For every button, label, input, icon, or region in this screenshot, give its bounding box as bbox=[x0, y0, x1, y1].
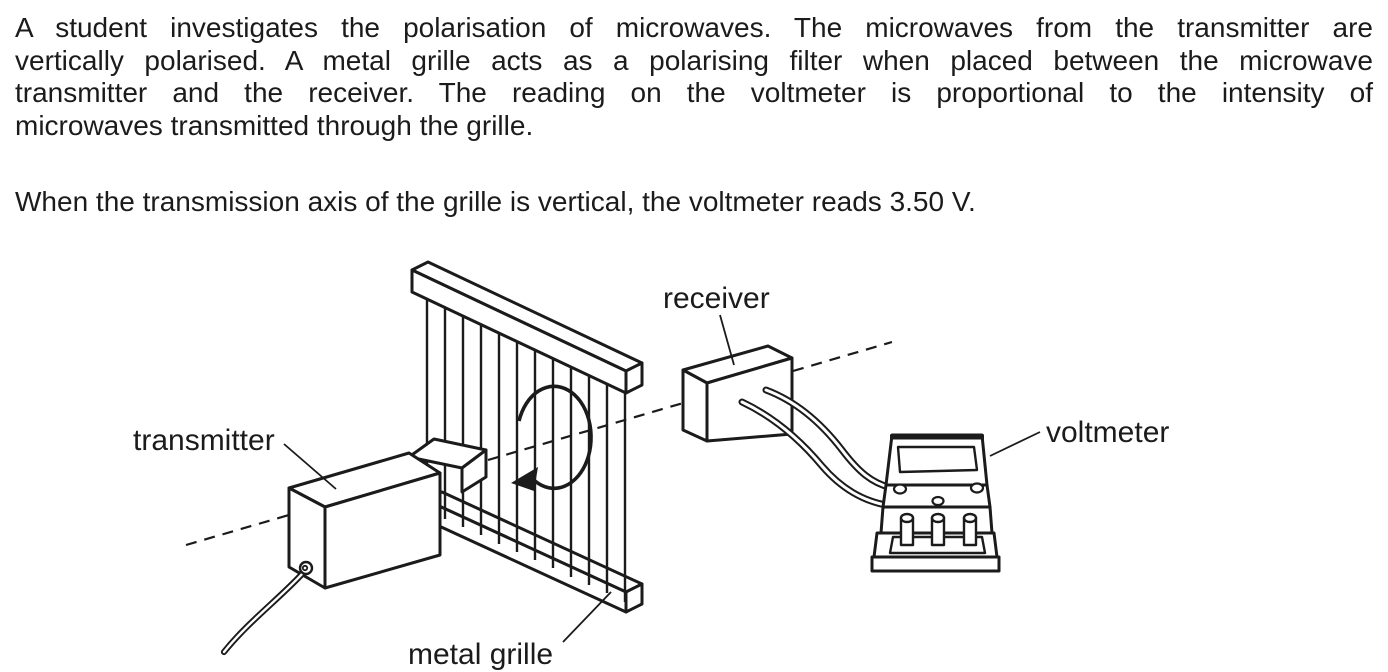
voltmeter-label: voltmeter bbox=[1046, 416, 1169, 449]
beam-axis-dashed-line bbox=[185, 340, 893, 547]
intro-line-3: transmitter and the receiver. The readin… bbox=[15, 77, 1373, 108]
voltmeter-display bbox=[896, 445, 979, 474]
receiver-label: receiver bbox=[663, 282, 770, 315]
voltmeter-leader-line bbox=[989, 431, 1041, 457]
grille-top-rail bbox=[410, 260, 644, 395]
intro-line-2: vertically polarised. A metal grille act… bbox=[15, 44, 1373, 76]
rotation-arrow bbox=[511, 384, 593, 491]
voltmeter-terminal-center bbox=[931, 495, 945, 507]
transmitter-leader-line bbox=[283, 443, 337, 490]
metal-grille-label: metal grille bbox=[408, 638, 553, 671]
transmitter-label: transmitter bbox=[133, 424, 275, 457]
transmitter-cable-connector bbox=[298, 560, 314, 576]
voltmeter-knobs bbox=[899, 512, 978, 547]
voltmeter-terminal-left bbox=[892, 483, 908, 495]
transmitter-box bbox=[287, 451, 442, 590]
receiver-leader-line bbox=[719, 314, 735, 366]
intro-line-4: microwaves transmitted through the grill… bbox=[15, 109, 534, 141]
metal-grille-leader-line bbox=[562, 591, 612, 643]
grille-wires bbox=[425, 299, 627, 602]
intro-line-1: A student investigates the polarisation … bbox=[15, 12, 1373, 43]
condition-sentence: When the transmission axis of the grille… bbox=[15, 186, 976, 217]
voltmeter-body bbox=[870, 433, 1001, 573]
voltmeter-terminal-right bbox=[969, 482, 985, 494]
rotation-arrowhead bbox=[511, 467, 538, 491]
transmitter-cable bbox=[220, 560, 314, 656]
transmitter-horn bbox=[407, 437, 488, 494]
receiver-voltmeter-cables bbox=[738, 386, 897, 510]
question-intro-paragraph: A student investigates the polarisation … bbox=[15, 12, 1373, 142]
